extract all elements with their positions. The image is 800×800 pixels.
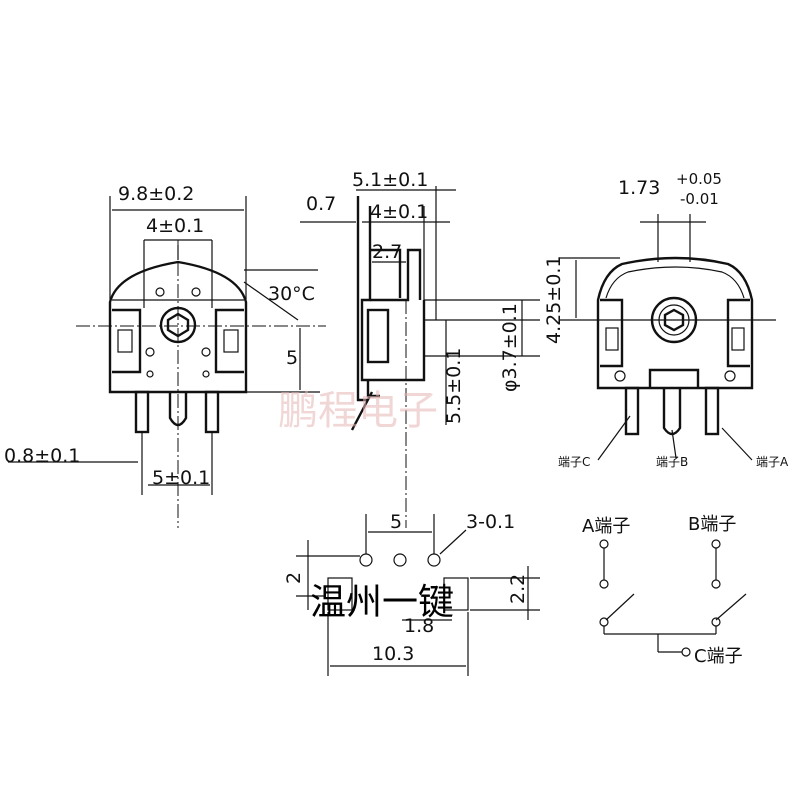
rear-terminal-b-label: 端子B — [656, 455, 688, 469]
side-hole-dia-label: φ3.7±0.1 — [499, 303, 521, 392]
front-width-label: 9.8±0.2 — [118, 183, 194, 205]
watermark-center: 鹏程电子 — [278, 388, 438, 434]
rear-slot-tol-upper: +0.05 — [676, 170, 722, 188]
footprint-pad-label: 2.2 — [507, 574, 529, 604]
front-view: 9.8±0.2 4±0.1 30°C 5 0.8±0.1 5±0.1 — [4, 183, 326, 528]
schematic-terminal-b-label: B端子 — [688, 514, 736, 535]
footprint-total-width-label: 10.3 — [372, 643, 414, 665]
front-height-label: 5 — [286, 347, 298, 369]
schematic-terminal-a-label: A端子 — [582, 516, 630, 537]
watermark-bottom: 温州一键 — [310, 582, 454, 623]
rear-terminal-a-label: 端子A — [756, 455, 789, 469]
footprint-hole-label: 3-0.1 — [466, 511, 515, 533]
rear-height-label: 4.25±0.1 — [543, 256, 565, 344]
side-width-label: 5.1±0.1 — [352, 169, 428, 191]
front-pin-width-label: 0.8±0.1 — [4, 445, 80, 467]
rear-terminal-c-label: 端子C — [558, 455, 590, 469]
footprint-pitch-label: 5 — [390, 511, 402, 533]
side-depth-label: 5.5±0.1 — [443, 348, 465, 424]
side-offset-label: 2.7 — [372, 241, 402, 263]
side-flange-label: 0.7 — [306, 193, 336, 215]
rear-view: 1.73 +0.05 -0.01 4.25±0.1 端子C 端子B 端子A — [543, 170, 789, 469]
side-view: 5.1±0.1 0.7 4±0.1 2.7 φ3.7±0.1 5.5±0.1 — [300, 169, 540, 528]
pcb-footprint: 5 3-0.1 2 2.2 1.8 10.3 — [283, 511, 540, 676]
front-angle-label: 30°C — [268, 283, 315, 305]
rear-slot-label: 1.73 — [618, 177, 660, 199]
footprint-pad-width-label: 1.8 — [404, 615, 434, 637]
side-inner-label: 4±0.1 — [370, 201, 428, 223]
front-pin-pitch-label: 5±0.1 — [152, 467, 210, 489]
footprint-row-spacing-label: 2 — [283, 572, 305, 584]
front-inner-width-label: 4±0.1 — [146, 215, 204, 237]
rear-slot-tol-lower: -0.01 — [680, 190, 719, 208]
schematic-terminal-c-label: C端子 — [694, 646, 743, 667]
switch-schematic: A端子 B端子 C端子 — [582, 514, 747, 667]
